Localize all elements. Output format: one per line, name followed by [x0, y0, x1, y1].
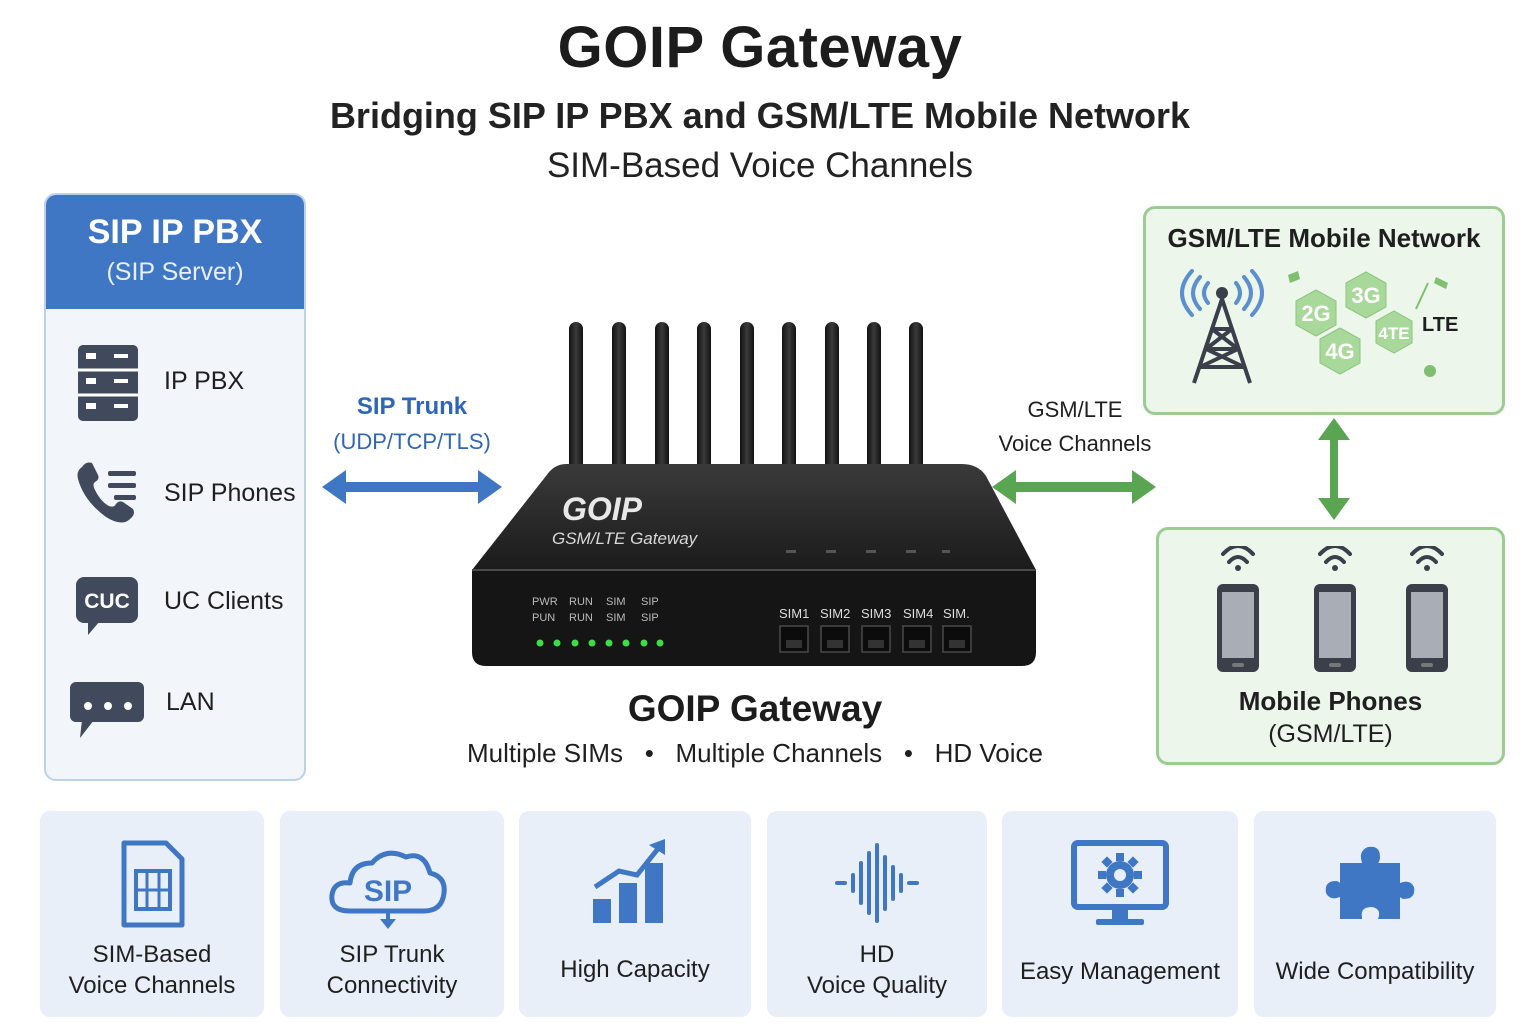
sim-slots — [779, 625, 972, 653]
led-label: RUN — [569, 596, 593, 608]
page-title: GOIP Gateway — [557, 15, 963, 80]
sip-cloud-text: SIP — [364, 875, 412, 908]
goip-gateway-device: GOIP GSM/LTE Gateway PWR RUN SIM SIP PUN… — [472, 322, 1036, 666]
status-leds — [536, 639, 664, 647]
feature-card-label: Easy Management — [1019, 958, 1221, 985]
gsm-channels-label: GSM/LTE Voice Channels — [990, 393, 1160, 461]
led-label: SIM — [606, 612, 626, 624]
feature-card-sim-based: SIM-Based Voice Channels — [40, 811, 264, 1017]
sip-trunk-protocols: (UDP/TCP/TLS) — [333, 429, 491, 454]
feature-card-label: HD — [859, 941, 895, 968]
server-icon — [78, 345, 138, 421]
pbx-item-lan: LAN — [46, 662, 304, 742]
device-brand: GOIP — [562, 491, 643, 527]
feature-card-high-capacity: High Capacity — [519, 811, 751, 1017]
gsm-lte-network-panel: GSM/LTE Mobile Network 2G 3G 4G 4TE LTE — [1143, 206, 1505, 415]
gateway-caption: GOIP Gateway — [627, 688, 883, 729]
device-model: GSM/LTE Gateway — [552, 529, 699, 548]
led-label: PWR — [532, 596, 558, 608]
badge-3g: 3G — [1351, 283, 1380, 308]
sim-port-label: SIM4 — [903, 606, 933, 621]
chat-bubble-icon — [70, 682, 144, 738]
monitor-gear-icon — [1071, 840, 1169, 925]
pbx-item-label: IP PBX — [164, 367, 245, 395]
feature-card-label: Voice Quality — [806, 972, 948, 999]
sim-port-label: SIM1 — [779, 606, 809, 621]
feature-card-label: Voice Channels — [68, 972, 236, 999]
feature-multiple-channels: Multiple Channels — [675, 738, 883, 768]
chat-cuc-badge: CUC — [84, 590, 130, 613]
sip-pbx-header: SIP IP PBX (SIP Server) — [46, 195, 304, 309]
bullet-separator: • — [889, 738, 928, 768]
waveform-icon — [835, 843, 919, 923]
feature-card-label: Wide Compatibility — [1275, 958, 1475, 985]
gsm-label-line2: Voice Channels — [998, 431, 1152, 456]
sim-card-icon — [121, 840, 185, 928]
puzzle-icon — [1325, 846, 1415, 919]
gsm-lte-network-title: GSM/LTE Mobile Network — [1167, 223, 1481, 253]
gsm-channels-arrow — [992, 470, 1156, 504]
sip-trunk-title: SIP Trunk — [356, 393, 468, 420]
mobile-phones-panel: Mobile Phones (GSM/LTE) — [1156, 527, 1505, 765]
sip-pbx-subtitle: (SIP Server) — [106, 258, 244, 286]
feature-card-label: High Capacity — [560, 956, 710, 983]
feature-card-label: SIP Trunk — [339, 941, 445, 968]
led-label: SIP — [641, 596, 659, 608]
gateway-features: Multiple SIMs • Multiple Channels • HD V… — [455, 738, 1055, 769]
bar-chart-icon — [593, 839, 665, 923]
mobile-phone-icon — [1217, 546, 1259, 672]
led-label: SIM — [606, 596, 626, 608]
sip-trunk-arrow — [322, 470, 502, 504]
feature-hd-voice: HD Voice — [934, 738, 1044, 768]
antennas — [569, 322, 923, 472]
cell-tower-icon — [1180, 269, 1264, 384]
led-label: SIP — [641, 612, 659, 624]
sip-pbx-panel: SIP IP PBX (SIP Server) IP PBX SIP Phone… — [44, 193, 306, 781]
led-label: RUN — [569, 612, 593, 624]
feature-multiple-sims: Multiple SIMs — [466, 738, 624, 768]
pbx-item-label: LAN — [166, 688, 215, 716]
network-phones-arrow — [1318, 418, 1350, 520]
gsm-label-line1: GSM/LTE — [1027, 397, 1123, 422]
page-tagline: SIM-Based Voice Channels — [546, 146, 974, 185]
feature-card-sip-trunk: SIP SIP Trunk Connectivity — [280, 811, 504, 1017]
sim-port-label: SIM2 — [820, 606, 850, 621]
feature-card-easy-management: Easy Management — [1002, 811, 1238, 1017]
network-generation-badges: 2G 3G 4G 4TE LTE — [1288, 271, 1458, 377]
sip-pbx-title: SIP IP PBX — [87, 213, 263, 251]
badge-2g: 2G — [1301, 301, 1330, 326]
sim-port-label: SIM. — [943, 606, 970, 621]
badge-4g: 4G — [1325, 339, 1354, 364]
page-subtitle: Bridging SIP IP PBX and GSM/LTE Mobile N… — [329, 95, 1191, 136]
sip-cloud-icon: SIP — [329, 850, 447, 929]
mobile-phone-icon — [1314, 546, 1356, 672]
pbx-item-label: SIP Phones — [164, 479, 296, 507]
feature-card-label: Connectivity — [326, 972, 458, 999]
pbx-item-uc-clients: CUC UC Clients — [46, 561, 304, 641]
pbx-item-sip-phones: SIP Phones — [46, 453, 304, 533]
feature-card-wide-compatibility: Wide Compatibility — [1254, 811, 1496, 1017]
mobile-phone-icon — [1406, 546, 1448, 672]
led-label: PUN — [532, 612, 555, 624]
pbx-item-ip-pbx: IP PBX — [46, 341, 304, 421]
bullet-separator: • — [630, 738, 669, 768]
mobile-phones-title: Mobile Phones — [1238, 686, 1423, 716]
sip-trunk-label: SIP Trunk (UDP/TCP/TLS) — [322, 393, 502, 455]
phone-list-icon — [77, 462, 136, 523]
mobile-phones-subtitle: (GSM/LTE) — [1268, 720, 1393, 748]
badge-4te: 4TE — [1378, 324, 1409, 343]
feature-card-hd-voice: HD Voice Quality — [767, 811, 987, 1017]
pbx-item-label: UC Clients — [164, 587, 284, 615]
feature-card-label: SIM-Based — [92, 941, 212, 968]
chat-cuc-icon: CUC — [76, 577, 138, 635]
sim-port-label: SIM3 — [861, 606, 891, 621]
lte-label: LTE — [1422, 314, 1458, 336]
